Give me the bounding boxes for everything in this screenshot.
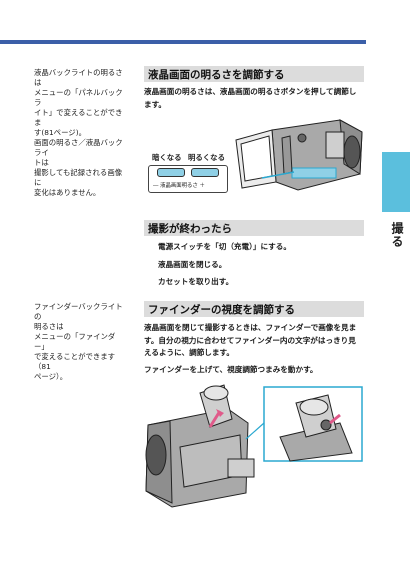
section-heading-text: 液晶画面の明るさを調節する — [148, 69, 285, 81]
lcd-brightness-button-panel: 暗くなる 明るくなる ― 液晶画面明るさ ＋ — [148, 152, 228, 194]
button-panel-frame: ― 液晶画面明るさ ＋ — [148, 165, 228, 193]
brighter-button[interactable] — [191, 168, 219, 177]
camcorder-lcd-open-illustration — [235, 119, 363, 191]
step-item: 液晶画面を閉じる。 — [158, 259, 227, 269]
body-line: 液晶画面の明るさは、液晶画面の明るさボタンを押して調節し — [144, 87, 357, 96]
note-lcd-backlight: 液晶バックライトの明るさは メニューの「パネルバックラ イト」で変えることができ… — [34, 68, 126, 198]
section-heading-text: 撮影が終わったら — [148, 223, 232, 235]
note-line: ページ）。 — [34, 372, 68, 381]
note-line: メニューの「パネルバックラ — [34, 88, 123, 107]
note-line: 画面の明るさ／液晶バックライ — [34, 138, 123, 157]
note-line: 変化はありません。 — [34, 188, 101, 197]
note-line: 明るさは — [34, 322, 64, 331]
note-line: メニューの「ファインダー」 — [34, 332, 116, 351]
darker-button[interactable] — [157, 168, 185, 177]
section-heading-lcd-brightness: 液晶画面の明るさを調節する — [144, 66, 364, 82]
body-line: ます。 — [144, 99, 167, 109]
brighter-label: 明るくなる — [188, 153, 225, 162]
note-line: で変えることができます（81 — [34, 352, 116, 371]
note-finder-backlight: ファインダーバックライトの 明るさは メニューの「ファインダー」 で変えることが… — [34, 302, 126, 382]
lcd-brightness-body: 液晶画面の明るさは、液晶画面の明るさボタンを押して調節し ます。 — [144, 86, 366, 111]
viewfinder-adjust-illustration — [145, 384, 363, 508]
section-heading-after-shooting: 撮影が終わったら — [144, 220, 364, 236]
body-line: す。自分の視力に合わせてファインダー内の文字がはっきり見 — [144, 335, 356, 345]
note-line: トは — [34, 158, 49, 167]
viewfinder-body: 液晶画面を閉じて撮影するときは、ファインダーで画像を見ま す。自分の視力に合わせ… — [144, 322, 366, 360]
button-panel-caption: ― 液晶画面明るさ ＋ — [153, 183, 205, 189]
step-item: カセットを取り出す。 — [158, 277, 234, 286]
note-line: ファインダーバックライトの — [34, 302, 123, 321]
viewfinder-instruction: ファインダーを上げて、視度調節つまみを動かす。 — [144, 365, 318, 374]
section-heading-text: ファインダーの視度を調節する — [148, 304, 295, 316]
step-item: 電源スイッチを「切（充電）」にする。 — [158, 242, 291, 251]
note-line: イト」で変えることができま — [34, 108, 123, 127]
section-tab-label: 撮る — [390, 222, 404, 248]
section-heading-viewfinder: ファインダーの視度を調節する — [144, 301, 364, 317]
darker-label: 暗くなる — [152, 153, 182, 162]
top-rule — [0, 40, 366, 44]
note-line: す(81ページ)。 — [34, 128, 86, 137]
note-line: 撮影しても記録される画像に — [34, 168, 123, 187]
after-shooting-steps: 電源スイッチを「切（充電）」にする。 液晶画面を閉じる。 カセットを取り出す。 — [158, 241, 368, 294]
body-line: えるように、調節します。 — [144, 348, 234, 357]
note-line: 液晶バックライトの明るさは — [34, 68, 123, 87]
section-tab — [382, 152, 410, 212]
body-line: 液晶画面を閉じて撮影するときは、ファインダーで画像を見ま — [144, 323, 357, 332]
